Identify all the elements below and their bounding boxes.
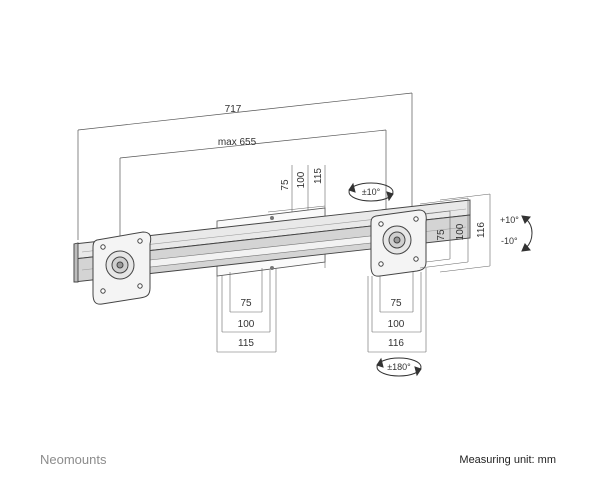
rotation-label: ±180°	[387, 362, 411, 372]
plate-75-vertical-label: 75	[280, 179, 291, 191]
plate-75-horizontal-label: 75	[240, 298, 252, 309]
tilt-arrow-icon	[521, 215, 533, 252]
vesa-width-dimensions	[367, 268, 427, 353]
vesa-116-vertical-label: 116	[476, 222, 487, 238]
swivel-arrow-icon	[348, 182, 394, 202]
plate-100-horizontal-label: 100	[238, 319, 255, 330]
left-vesa-plate	[92, 231, 152, 305]
vesa-100-horizontal-label: 100	[388, 319, 405, 330]
tilt-down-label: -10°	[501, 236, 518, 246]
right-vesa-plate	[370, 209, 427, 277]
swivel-label: ±10°	[362, 187, 381, 197]
measuring-unit: Measuring unit: mm	[459, 454, 556, 466]
dimension-max-655	[119, 129, 387, 240]
dimension-717	[77, 92, 413, 240]
vesa-116-horizontal-label: 116	[388, 338, 404, 349]
tilt-up-label: +10°	[500, 215, 519, 225]
vesa-75-vertical-label: 75	[436, 229, 447, 241]
dimension-max-655-label: max 655	[218, 137, 257, 148]
vesa-100-vertical-label: 100	[455, 223, 466, 240]
plate-115-horizontal-label: 115	[238, 338, 254, 349]
vesa-height-dimensions	[419, 193, 491, 273]
vesa-75-horizontal-label: 75	[390, 298, 402, 309]
brand-logo: Neomounts	[40, 452, 107, 467]
plate-width-dimensions	[216, 268, 277, 353]
plate-115-vertical-label: 115	[313, 168, 324, 184]
rotation-arrow-icon	[376, 357, 422, 377]
dimension-717-label: 717	[225, 104, 242, 115]
plate-100-vertical-label: 100	[296, 171, 307, 188]
